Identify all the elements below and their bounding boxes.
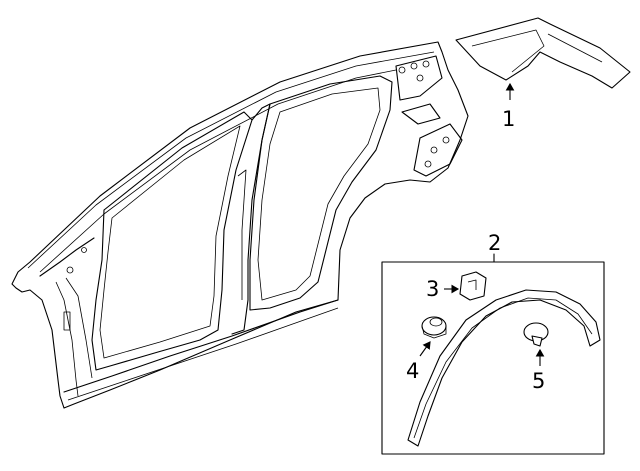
callout-4: 4 (406, 359, 419, 383)
part-4-nut (421, 316, 447, 339)
part-3-clip (459, 271, 487, 301)
callout-5: 5 (532, 369, 545, 393)
body-side-frame (11, 41, 469, 409)
part-2-wheel-arch-molding (407, 289, 601, 447)
part-1-molding (455, 17, 631, 89)
callout-3: 3 (426, 277, 439, 301)
leader-4 (419, 341, 431, 357)
callout-1: 1 (502, 107, 515, 131)
part-5-push-pin (523, 322, 549, 347)
kit-box (381, 261, 605, 455)
callout-2: 2 (488, 231, 501, 255)
